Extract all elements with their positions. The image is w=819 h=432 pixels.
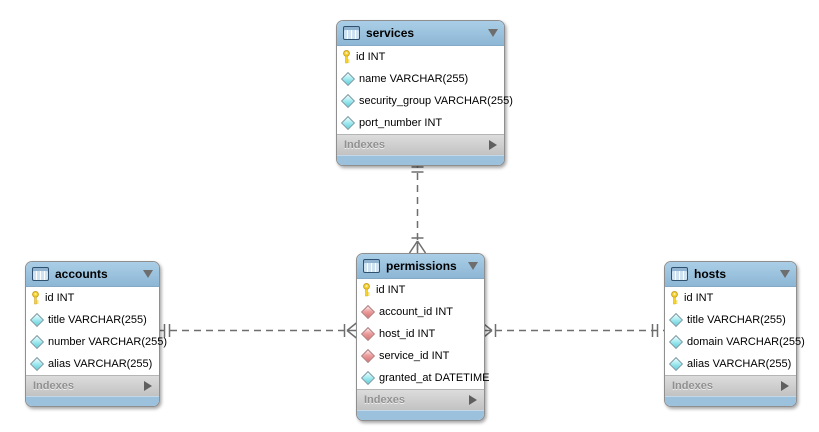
indexes-label: Indexes — [344, 139, 385, 151]
column-icon — [340, 115, 356, 131]
column-label: id INT — [376, 284, 406, 296]
primary-key-icon — [31, 291, 40, 305]
table-row: security_group VARCHAR(255) — [337, 90, 513, 112]
column-icon — [668, 312, 684, 328]
table-row: port_number INT — [337, 112, 504, 134]
table-row: name VARCHAR(255) — [337, 68, 504, 90]
column-label: alias VARCHAR(255) — [687, 358, 792, 370]
table-title: accounts — [55, 267, 108, 281]
column-icon — [29, 334, 45, 350]
column-label: account_id INT — [379, 306, 453, 318]
table-row: domain VARCHAR(255) — [665, 331, 805, 353]
table-icon — [32, 267, 49, 281]
indexes-label: Indexes — [364, 394, 405, 406]
column-label: id INT — [45, 292, 75, 304]
column-label: service_id INT — [379, 350, 450, 362]
table-row: account_id INT — [357, 301, 484, 323]
table-permissions-header[interactable]: permissions — [357, 254, 484, 279]
indexes-label: Indexes — [672, 380, 713, 392]
table-row: granted_at DATETIME — [357, 367, 489, 389]
table-row: alias VARCHAR(255) — [26, 353, 159, 375]
expand-arrow-icon[interactable] — [781, 381, 789, 391]
table-row: id INT — [337, 46, 504, 68]
foreign-key-icon — [360, 348, 376, 364]
table-bottom-bar — [26, 396, 159, 406]
column-icon — [668, 356, 684, 372]
table-accounts[interactable]: accounts id INT title VARCHAR(255) numbe… — [25, 261, 167, 407]
column-label: security_group VARCHAR(255) — [359, 95, 513, 107]
primary-key-icon — [670, 291, 679, 305]
table-bottom-bar — [337, 155, 504, 165]
column-label: name VARCHAR(255) — [359, 73, 469, 85]
table-hosts-header[interactable]: hosts — [665, 262, 796, 287]
primary-key-icon — [362, 283, 371, 297]
table-title: hosts — [694, 267, 727, 281]
column-icon — [668, 334, 684, 350]
table-row: title VARCHAR(255) — [665, 309, 796, 331]
column-icon — [340, 71, 356, 87]
column-label: id INT — [356, 51, 386, 63]
column-label: host_id INT — [379, 328, 436, 340]
table-services[interactable]: services id INT name VARCHAR(255) securi… — [336, 20, 513, 166]
indexes-footer[interactable]: Indexes — [337, 134, 504, 155]
table-title: services — [366, 26, 415, 40]
column-icon — [360, 370, 376, 386]
collapse-triangle-icon[interactable] — [488, 29, 498, 37]
column-label: id INT — [684, 292, 714, 304]
table-row: number VARCHAR(255) — [26, 331, 167, 353]
table-icon — [343, 26, 360, 40]
table-row: host_id INT — [357, 323, 484, 345]
indexes-label: Indexes — [33, 380, 74, 392]
expand-arrow-icon[interactable] — [469, 395, 477, 405]
table-accounts-header[interactable]: accounts — [26, 262, 159, 287]
table-row: id INT — [26, 287, 159, 309]
table-row: alias VARCHAR(255) — [665, 353, 796, 375]
table-icon — [671, 267, 688, 281]
indexes-footer[interactable]: Indexes — [357, 389, 484, 410]
table-row: id INT — [357, 279, 484, 301]
table-bottom-bar — [357, 410, 484, 420]
table-icon — [363, 259, 380, 273]
relationship-hosts-permissions — [481, 321, 664, 340]
table-row: id INT — [665, 287, 796, 309]
foreign-key-icon — [360, 304, 376, 320]
column-icon — [29, 356, 45, 372]
column-label: title VARCHAR(255) — [687, 314, 786, 326]
column-label: domain VARCHAR(255) — [687, 336, 805, 348]
expand-arrow-icon[interactable] — [489, 140, 497, 150]
table-row: service_id INT — [357, 345, 484, 367]
foreign-key-icon — [360, 326, 376, 342]
column-label: granted_at DATETIME — [379, 372, 490, 384]
table-title: permissions — [386, 259, 457, 273]
table-row: title VARCHAR(255) — [26, 309, 159, 331]
collapse-triangle-icon[interactable] — [780, 270, 790, 278]
column-label: port_number INT — [359, 117, 443, 129]
column-label: number VARCHAR(255) — [48, 336, 168, 348]
column-icon — [29, 312, 45, 328]
indexes-footer[interactable]: Indexes — [26, 375, 159, 396]
column-label: title VARCHAR(255) — [48, 314, 147, 326]
relationship-accounts-permissions — [158, 321, 358, 340]
relationship-services-permissions — [408, 161, 427, 254]
column-icon — [340, 93, 356, 109]
expand-arrow-icon[interactable] — [144, 381, 152, 391]
table-permissions[interactable]: permissions id INT account_id INT host_i… — [356, 253, 489, 421]
collapse-triangle-icon[interactable] — [143, 270, 153, 278]
indexes-footer[interactable]: Indexes — [665, 375, 796, 396]
table-hosts[interactable]: hosts id INT title VARCHAR(255) domain V… — [664, 261, 805, 407]
table-bottom-bar — [665, 396, 796, 406]
table-services-header[interactable]: services — [337, 21, 504, 46]
primary-key-icon — [342, 50, 351, 64]
collapse-triangle-icon[interactable] — [468, 262, 478, 270]
column-label: alias VARCHAR(255) — [48, 358, 153, 370]
